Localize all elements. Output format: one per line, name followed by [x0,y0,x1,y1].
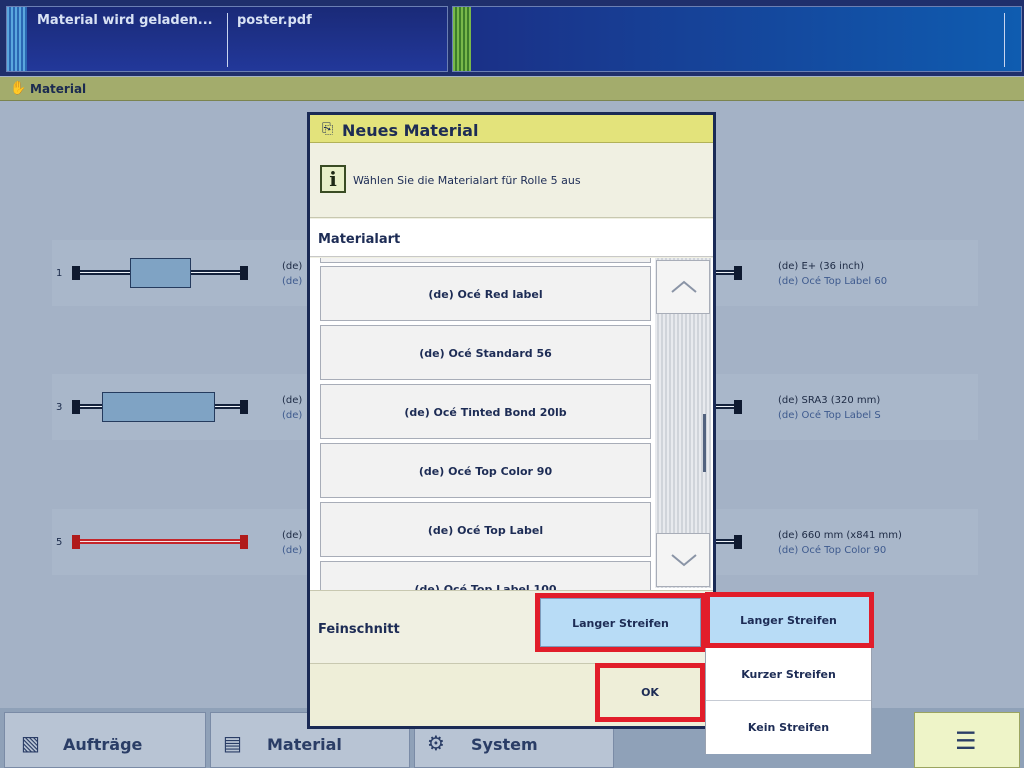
material-icon: ⎘ [322,121,334,137]
roll-shaft [716,270,734,275]
roll-shaft [716,539,734,544]
roll-drum [102,392,215,422]
roll-endcap [72,535,80,549]
fine-cut-dropdown: Langer Streifen Kurzer Streifen Kein Str… [705,594,872,754]
highlight-frame [595,663,705,722]
list-item[interactable]: (de) Océ Standard 56 [320,325,651,380]
dropdown-option-short-strip[interactable]: Kurzer Streifen [706,649,871,701]
list-item[interactable]: (de) Océ Tinted Bond 20lb [320,384,651,439]
scrollbar-thumb[interactable] [703,414,706,472]
roll-endcap [72,266,80,280]
roll-endcap [72,400,80,414]
roll-number: 5 [56,537,63,548]
roll-right-text: (de) 660 mm (x841 mm)(de) Océ Top Color … [778,530,902,556]
ok-button[interactable]: OK [600,668,700,717]
roll-endcap [734,535,742,549]
list-item[interactable]: (de) Océ Top Color 90 [320,443,651,498]
hand-icon: ✋ [10,81,27,96]
roll-left-text: (de) (de) [282,530,303,556]
dropdown-option-no-strip[interactable]: Kein Streifen [706,702,871,754]
scroll-up-button[interactable] [656,260,710,314]
roll-number: 1 [56,268,63,279]
list-item[interactable]: (de) Océ Top Label 100 [320,561,651,590]
roll-endcap [240,535,248,549]
roll-drum [130,258,191,288]
status-stripes [7,7,27,71]
status-bar: Material wird geladen... poster.pdf [0,0,1024,76]
divider [1004,13,1005,67]
roll-shaft [80,539,240,544]
scroll-down-button[interactable] [656,533,710,587]
menu-icon: ☰ [955,727,977,755]
dropdown-option-long-strip[interactable]: Langer Streifen [706,595,871,647]
job-status-panel[interactable]: Material wird geladen... poster.pdf [6,6,448,72]
material-label: Material [267,735,342,754]
fine-cut-label: Feinschnitt [318,622,400,637]
progress-panel[interactable] [452,6,1022,72]
chevron-down-icon [671,554,697,567]
info-icon: i [320,165,346,193]
material-type-label: Materialart [318,232,401,247]
roll-right-text: (de) SRA3 (320 mm)(de) Océ Top Label S [778,395,881,421]
job-file-name: poster.pdf [237,13,312,28]
chevron-up-icon [671,280,697,293]
divider [227,13,228,67]
material-icon: ▤ [223,731,242,755]
dialog-title-bar: ⎘ Neues Material [310,115,713,143]
list-item[interactable]: (de) Océ Top Label [320,502,651,557]
highlight-frame [535,593,706,652]
list-item-previous[interactable] [320,258,651,263]
menu-button[interactable]: ☰ [914,712,1020,768]
info-panel: i Wählen Sie die Materialart für Rolle 5… [310,144,713,218]
gear-icon: ⚙ [427,731,445,755]
roll-left-text: (de) (de) [282,261,303,287]
job-status-text: Material wird geladen... [37,13,213,28]
list-item[interactable]: (de) Océ Red label [320,266,651,321]
roll-left-text: (de) (de) [282,395,303,421]
progress-stripes [453,7,471,71]
roll-endcap [734,266,742,280]
roll-endcap [734,400,742,414]
material-header: ✋ Material [0,77,1024,101]
roll-endcap [240,400,248,414]
jobs-label: Aufträge [63,735,143,754]
jobs-button[interactable]: ▧ Aufträge [4,712,206,768]
roll-right-text: (de) E+ (36 inch)(de) Océ Top Label 60 [778,261,888,287]
highlight-frame [705,592,874,648]
system-label: System [471,735,538,754]
material-header-label: Material [30,82,87,96]
material-type-header: Materialart [310,219,713,257]
fine-cut-select[interactable]: Langer Streifen [540,598,701,647]
roll-shaft [716,404,734,409]
roll-number: 3 [56,402,63,413]
roll-endcap [240,266,248,280]
dialog-title: Neues Material [342,121,479,140]
info-text: Wählen Sie die Materialart für Rolle 5 a… [353,174,581,187]
material-type-list[interactable]: (de) Océ Red label (de) Océ Standard 56 … [310,258,713,590]
jobs-icon: ▧ [21,731,40,755]
